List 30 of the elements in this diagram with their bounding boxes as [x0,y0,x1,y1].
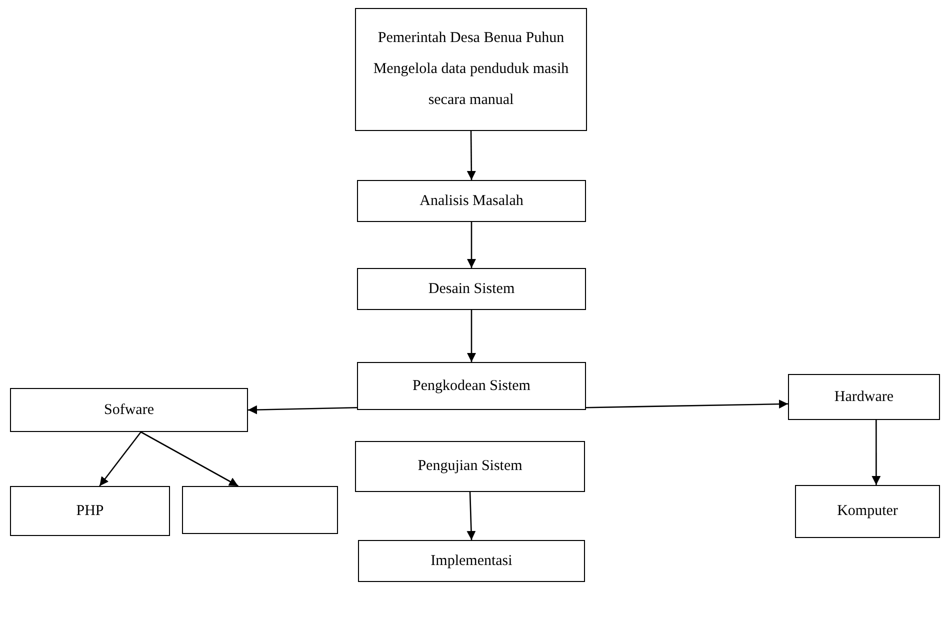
arrow [466,492,476,540]
process-box [355,8,587,131]
box-label: Analisis Masalah [418,192,524,210]
process-box [358,540,585,582]
arrow [466,131,476,180]
process-box [357,268,586,310]
process-box [357,362,586,410]
box-label: Implementasi [430,552,514,570]
box-label: Pengkodean Sistem [412,378,532,394]
process-box [10,388,248,432]
arrow [467,310,476,362]
process-box [357,180,586,222]
process-box [10,486,170,536]
box-label: Sofware [103,402,155,418]
empty-box [182,486,338,534]
box-label: Komputer [836,503,899,520]
box-label: Pengujian Sistem [416,458,524,475]
box-label: Pemerintah Desa Benua Puhun Mengelola data penduduk masih secara manual [372,29,570,110]
box-label: Desain Sistem [427,280,516,298]
arrow [586,400,788,409]
process-box [795,485,940,538]
arrow [467,222,476,268]
box-label: Hardware [833,388,895,406]
process-box [788,374,940,420]
box-label: PHP [75,502,105,520]
arrow [140,431,238,487]
arrow [248,405,358,414]
process-box [355,441,585,492]
arrow [99,432,142,486]
arrow [872,420,881,485]
